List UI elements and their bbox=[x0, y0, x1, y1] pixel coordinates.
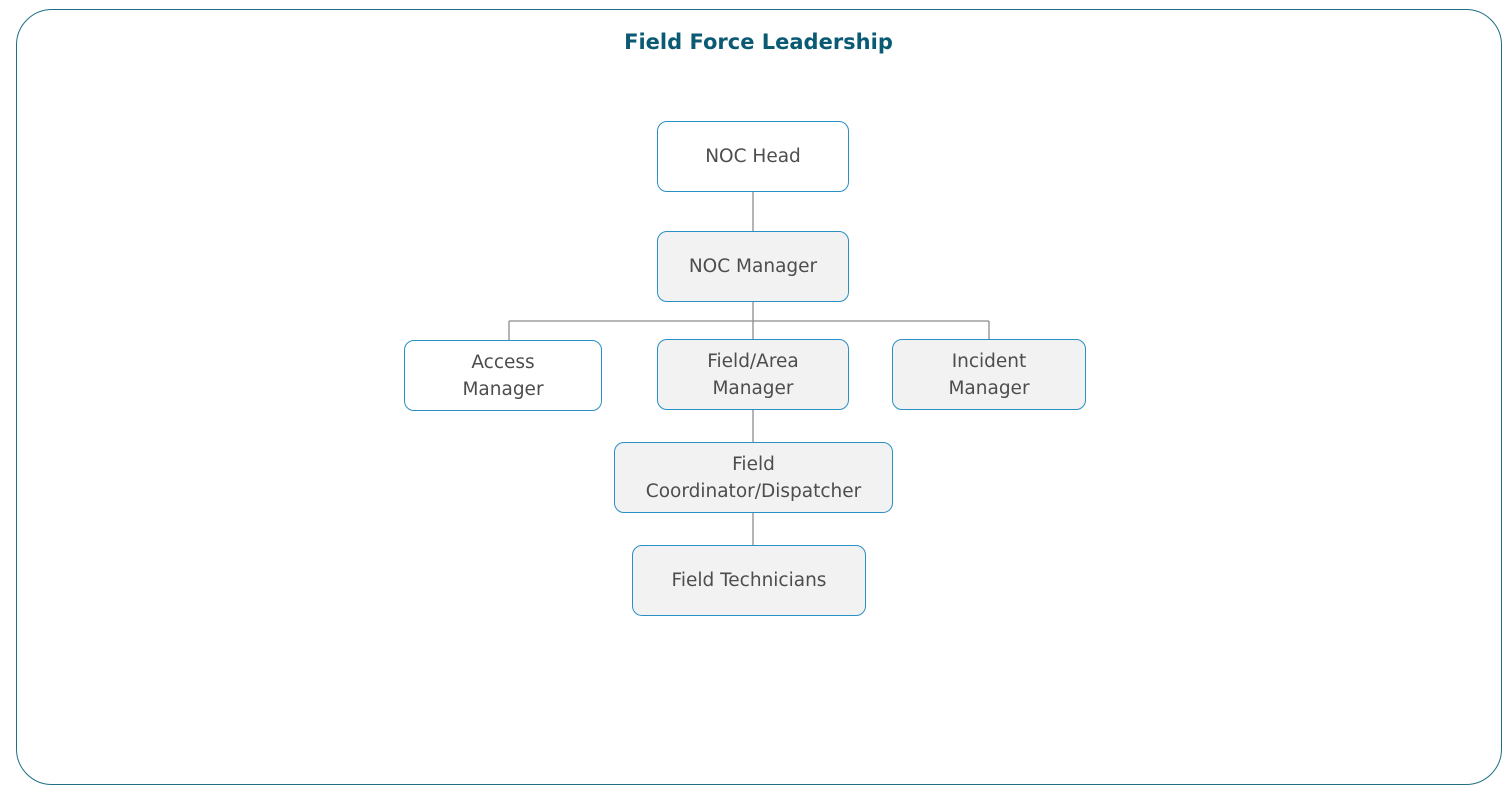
diagram-title: Field Force Leadership bbox=[624, 30, 893, 54]
node-field-area-manager: Field/Area Manager bbox=[657, 339, 849, 410]
node-field-coordinator: Field Coordinator/Dispatcher bbox=[614, 442, 893, 513]
node-incident-manager: Incident Manager bbox=[892, 339, 1086, 410]
node-noc-manager-label: NOC Manager bbox=[688, 256, 818, 277]
node-field-technicians: Field Technicians bbox=[632, 545, 866, 616]
node-access-manager-label-line2: Manager bbox=[462, 378, 544, 400]
node-access-manager-label-line1: Access bbox=[471, 351, 535, 373]
node-incident-manager-label-line1: Incident bbox=[951, 350, 1027, 372]
node-noc-head: NOC Head bbox=[657, 121, 849, 192]
node-incident-manager-label-line2: Manager bbox=[948, 377, 1030, 399]
node-noc-head-label: NOC Head bbox=[705, 146, 801, 167]
node-field-area-manager-label-line1: Field/Area bbox=[707, 350, 799, 372]
node-noc-manager: NOC Manager bbox=[657, 231, 849, 302]
node-field-coordinator-label-line2: Coordinator/Dispatcher bbox=[645, 480, 862, 502]
node-field-area-manager-label-line2: Manager bbox=[712, 377, 794, 399]
node-access-manager: Access Manager bbox=[404, 340, 602, 411]
node-field-technicians-label: Field Technicians bbox=[671, 570, 827, 591]
node-field-coordinator-label-line1: Field bbox=[732, 453, 775, 475]
